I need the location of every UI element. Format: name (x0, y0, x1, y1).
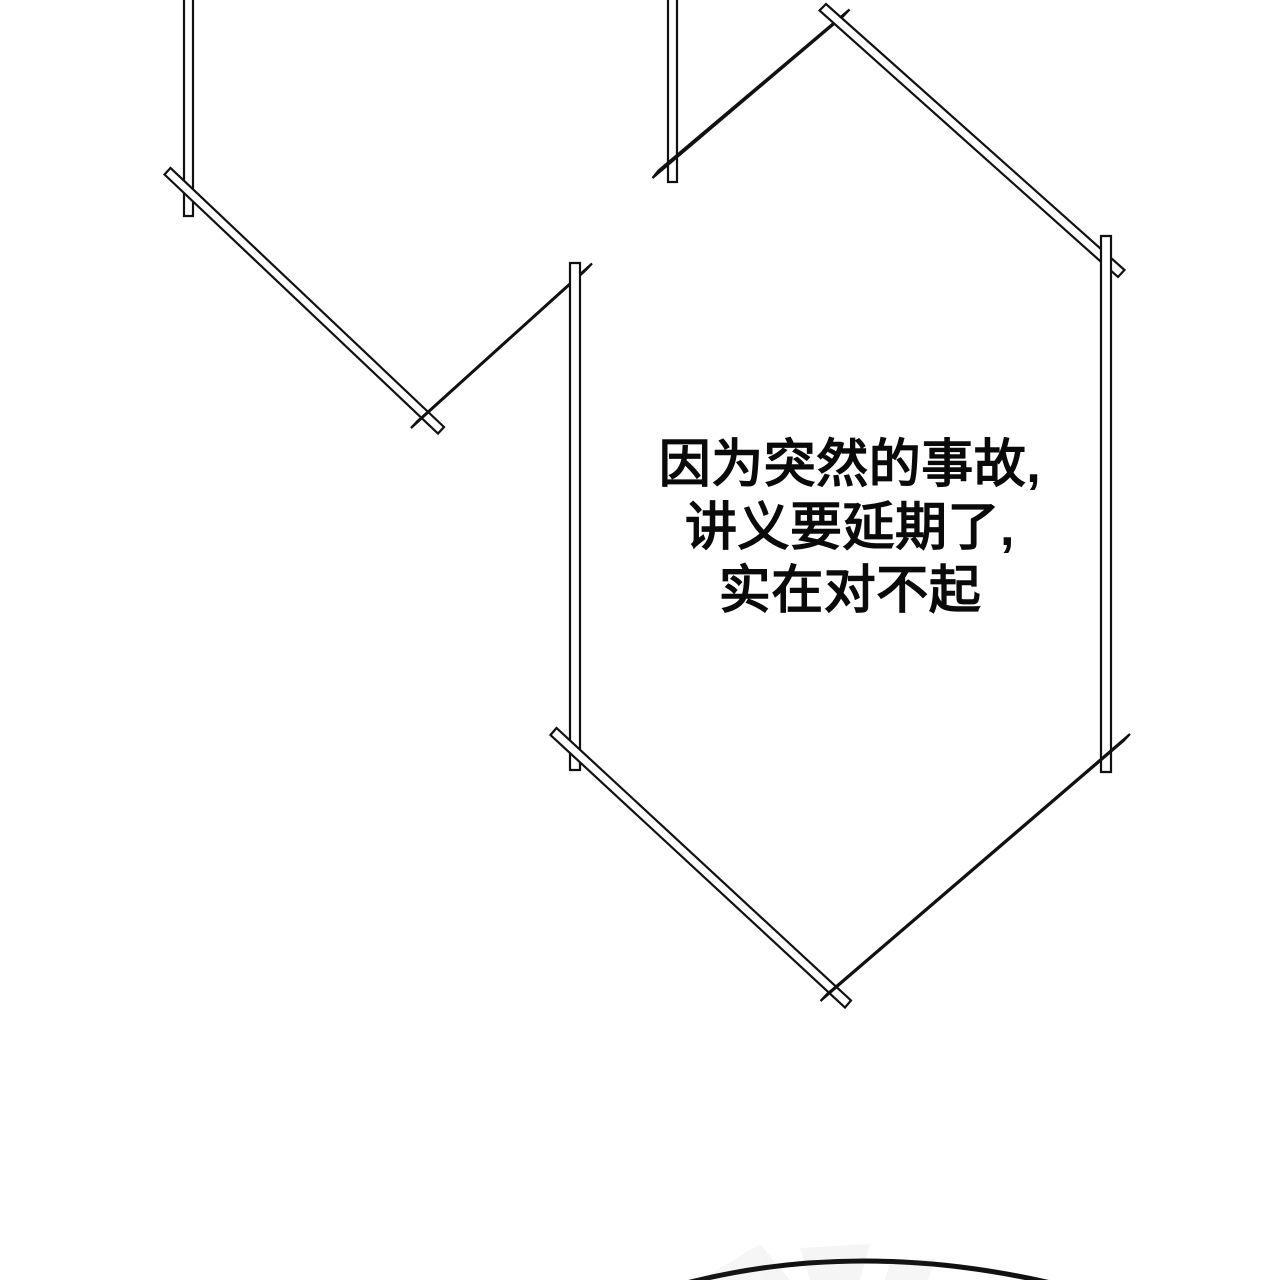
speech-bubble-arc (688, 1258, 1049, 1280)
frame-bar-upper-left-vertical (182, 0, 195, 218)
frame-bar-bottom-left-descending-diagonal (548, 726, 853, 1010)
frame-bar-top-middle-vertical (666, 0, 679, 184)
dialogue-text: 因为突然的事故, 讲义要延期了, 实在对不起 (658, 436, 1042, 620)
frame-bar-left-v-ascending-diagonal (410, 262, 593, 429)
frame-bar-upper-left-diagonal (162, 166, 446, 436)
frame-bar-top-right-descending-diagonal (817, 2, 1127, 279)
frame-bar-middle-vertical (568, 261, 582, 772)
frame-bar-right-vertical (1099, 234, 1113, 774)
watermark-marks (700, 1244, 935, 1280)
frame-bar-bottom-right-ascending-diagonal (819, 733, 1131, 1002)
frame-bar-top-left-ascending-diagonal (651, 8, 851, 179)
